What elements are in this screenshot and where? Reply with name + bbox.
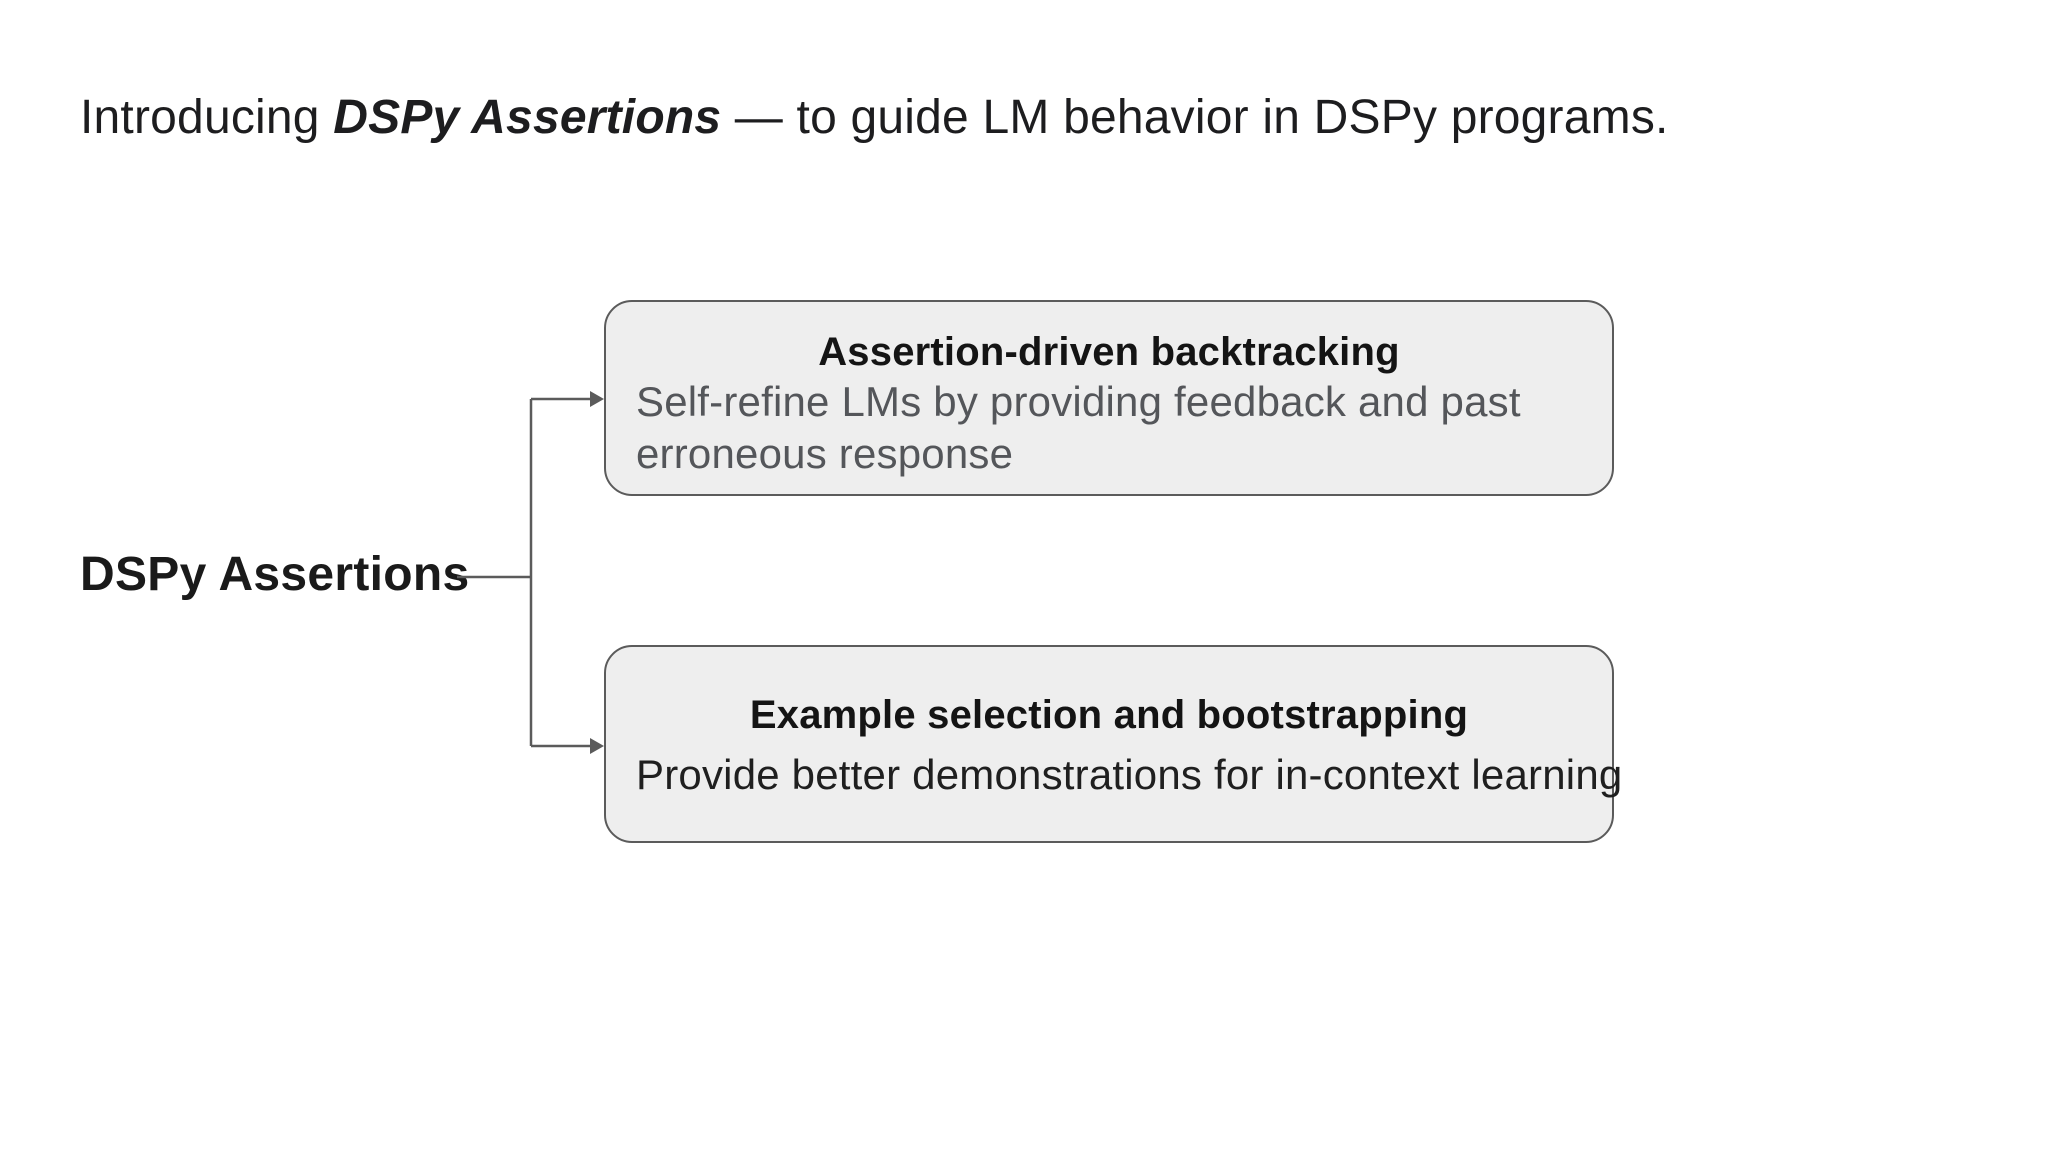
diagram-node-backtracking: Assertion-driven backtracking Self-refin… [604,300,1614,496]
node-description: Self-refine LMs by providing feedback an… [636,378,1521,477]
arrow-head-top-icon [590,391,604,407]
heading-prefix: Introducing [80,91,334,144]
heading-emphasis: DSPy Assertions [333,91,722,144]
diagram-root-label: DSPy Assertions [80,548,470,601]
node-description: Provide better demonstrations for in-con… [636,751,1623,798]
heading-suffix: — to guide LM behavior in DSPy programs. [721,91,1669,144]
arrow-head-bottom-icon [590,738,604,754]
node-title: Example selection and bootstrapping [749,693,1469,737]
node-title: Assertion-driven backtracking [818,330,1400,374]
diagram-node-bootstrapping: Example selection and bootstrapping Prov… [604,645,1623,843]
page-title: Introducing DSPy Assertions — to guide L… [80,90,1669,146]
